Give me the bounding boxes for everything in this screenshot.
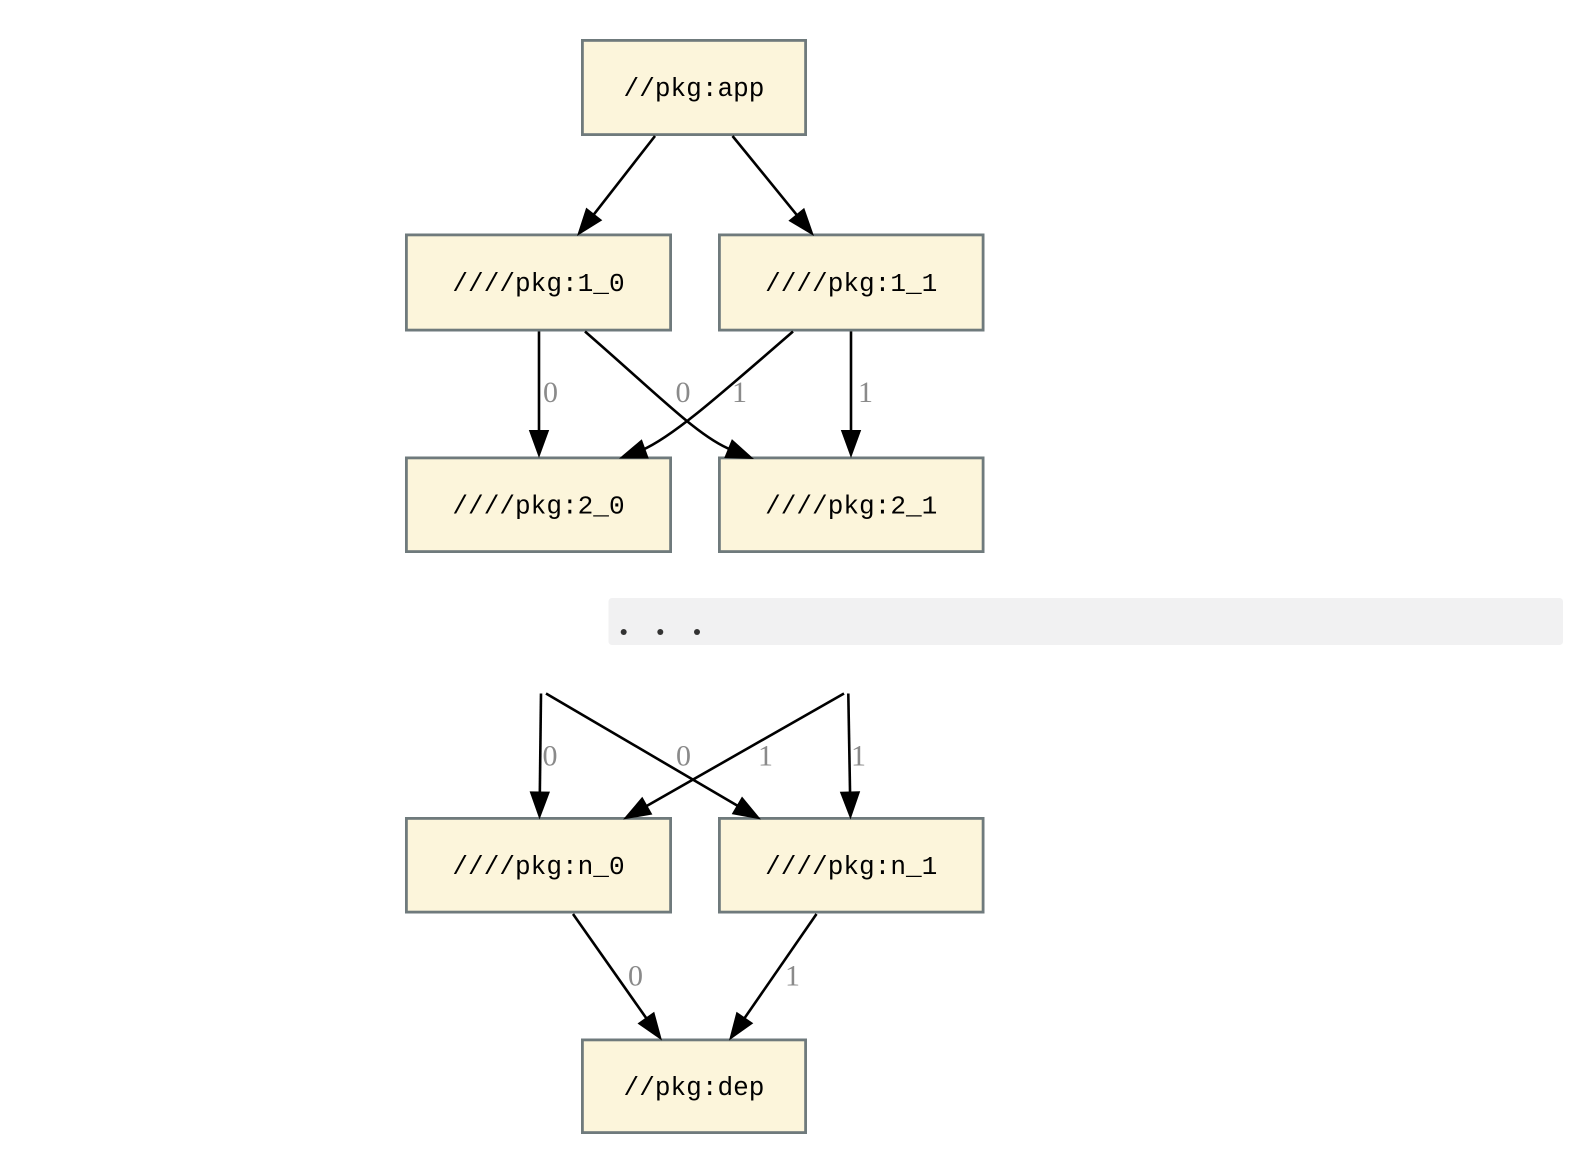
svg-text:////pkg:2_0: ////pkg:2_0 [452,492,624,522]
svg-text:1: 1 [785,960,800,993]
svg-text://pkg:app: //pkg:app [624,74,765,104]
svg-text:////pkg:1_1: ////pkg:1_1 [765,269,937,299]
svg-text:////pkg:2_1: ////pkg:2_1 [765,492,937,522]
svg-text:0: 0 [676,740,691,773]
svg-text:0: 0 [543,740,558,773]
svg-text:0: 0 [628,960,643,993]
svg-text:0: 0 [543,376,558,409]
svg-text:1: 1 [851,740,866,773]
svg-text:0: 0 [676,376,691,409]
svg-text:1: 1 [758,740,773,773]
svg-text:////pkg:n_0: ////pkg:n_0 [452,852,624,882]
svg-text:1: 1 [858,376,873,409]
svg-text://pkg:dep: //pkg:dep [624,1073,765,1103]
svg-text:1: 1 [732,376,747,409]
svg-text:////pkg:1_0: ////pkg:1_0 [452,269,624,299]
svg-text:////pkg:n_1: ////pkg:n_1 [765,852,937,882]
